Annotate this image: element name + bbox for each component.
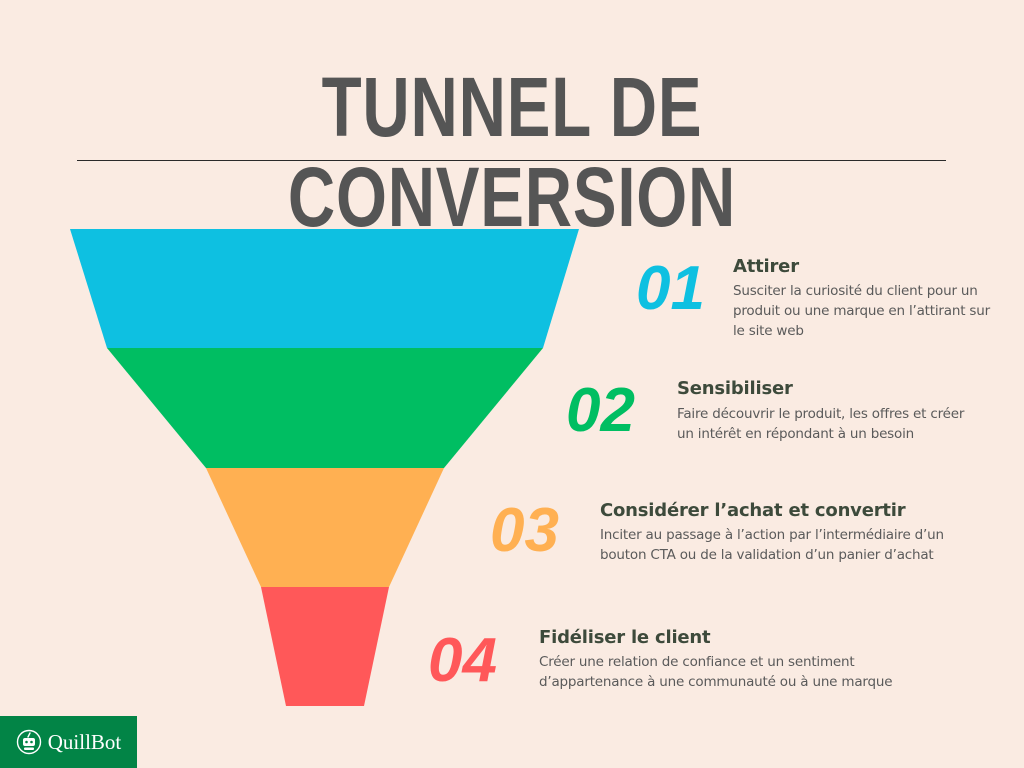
step-description-line: Susciter la curiosité du client pour un: [733, 283, 978, 299]
funnel-stage-4: [261, 587, 389, 706]
step-title: Attirer: [733, 256, 799, 277]
page-title: TUNNEL DE CONVERSION: [287, 60, 737, 244]
step-number: 04: [428, 626, 497, 695]
step-title: Fidéliser le client: [539, 627, 711, 648]
step-description-line: produit ou une marque en l’attirant sur: [733, 303, 990, 319]
step-description-line: un intérêt en répondant à un besoin: [677, 426, 914, 442]
funnel-stage-1: [70, 229, 579, 348]
step-description-line: bouton CTA ou de la validation d’un pani…: [600, 547, 934, 563]
funnel-stage-3: [206, 468, 444, 587]
step-number: 01: [636, 254, 705, 323]
step-description-line: le site web: [733, 323, 804, 339]
quillbot-robot-icon: [16, 729, 41, 755]
funnel-stage-2: [107, 348, 543, 468]
step-description-line: d’appartenance à une communauté ou à une…: [539, 674, 893, 690]
step-description-line: Créer une relation de confiance et un se…: [539, 654, 855, 670]
step-title: Sensibiliser: [677, 378, 793, 399]
step-title: Considérer l’achat et convertir: [600, 500, 906, 521]
step-number: 03: [490, 496, 559, 565]
step-description-line: Inciter au passage à l’action par l’inte…: [600, 527, 944, 543]
step-number: 02: [566, 376, 635, 445]
title-divider: [77, 160, 946, 161]
quillbot-logo: QuillBot: [0, 716, 137, 768]
step-description-line: Faire découvrir le produit, les offres e…: [677, 406, 965, 422]
quillbot-logo-text: QuillBot: [47, 729, 122, 754]
